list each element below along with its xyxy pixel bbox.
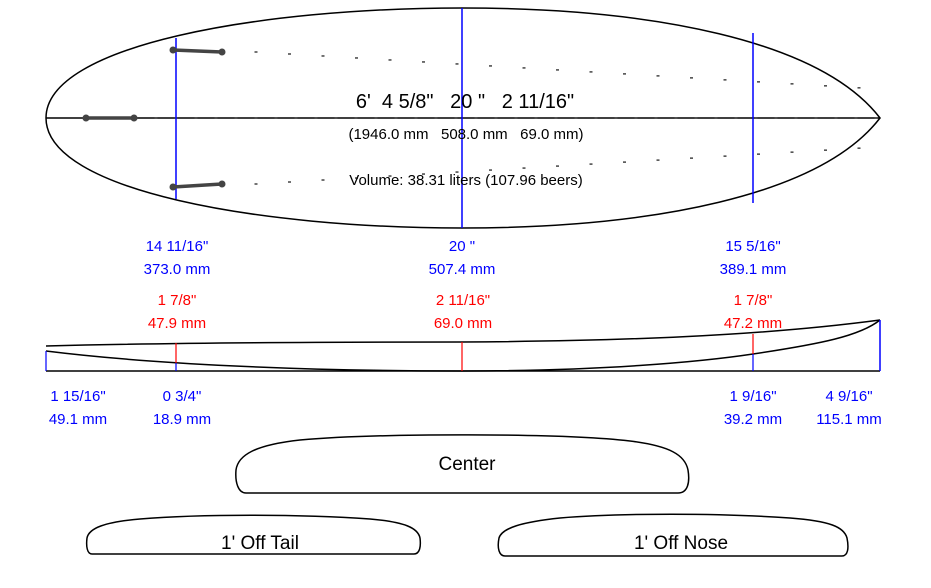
foil-tail: 1' Off Tail (85, 514, 422, 555)
thickness-nose-mm: 47.2 mm (724, 315, 782, 332)
width-tail-mm: 373.0 mm (144, 261, 211, 278)
thickness-labels: 1 7/8" 47.9 mm 2 11/16" 69.0 mm 1 7/8" 4… (148, 292, 782, 332)
thickness-center-in: 2 11/16" (436, 292, 490, 309)
width-tail-in: 14 11/16" (146, 238, 209, 255)
rocker-1ft-tail-mm: 18.9 mm (153, 411, 211, 428)
rail-guide-dots (94, 51, 878, 185)
thickness-nose-in: 1 7/8" (734, 292, 773, 309)
width-center-mm: 507.4 mm (429, 261, 496, 278)
fin-center (82, 114, 138, 122)
foil-nose-label: 1' Off Nose (634, 533, 728, 554)
rocker-1ft-nose-mm: 39.2 mm (724, 411, 782, 428)
width-nose-in: 15 5/16" (725, 238, 780, 255)
foil-center-label: Center (438, 454, 496, 475)
thickness-tail-mm: 47.9 mm (148, 315, 206, 332)
width-nose-mm: 389.1 mm (720, 261, 787, 278)
plan-view: 6' 4 5/8" 20 " 2 11/16" (1946.0 mm 508.0… (45, 7, 881, 229)
thickness-tail-in: 1 7/8" (158, 292, 197, 309)
rocker-nose-in: 4 9/16" (825, 388, 872, 405)
rocker-1ft-tail-in: 0 3/4" (163, 388, 202, 405)
board-dimensions: 6' 4 5/8" 20 " 2 11/16" (356, 91, 574, 113)
board-dimensions-mm: (1946.0 mm 508.0 mm 69.0 mm) (348, 126, 583, 143)
rocker-nose-mm: 115.1 mm (816, 411, 882, 428)
width-center-in: 20 " (449, 238, 475, 255)
thickness-center-mm: 69.0 mm (434, 315, 492, 332)
board-volume: Volume: 38.31 liters (107.96 beers) (349, 172, 582, 189)
foil-center: Center (235, 434, 690, 494)
rocker-tail-in: 1 15/16" (50, 388, 105, 405)
rocker-labels: 1 15/16" 49.1 mm 0 3/4" 18.9 mm 1 9/16" … (49, 388, 882, 428)
rocker-profile (45, 319, 881, 372)
foil-tail-label: 1' Off Tail (221, 533, 299, 554)
bottom-rocker-line (45, 319, 881, 372)
width-labels: 14 11/16" 373.0 mm 20 " 507.4 mm 15 5/16… (144, 238, 787, 278)
rocker-tail-mm: 49.1 mm (49, 411, 107, 428)
rocker-1ft-nose-in: 1 9/16" (729, 388, 776, 405)
foil-nose: 1' Off Nose (497, 513, 849, 557)
fin-bottom (169, 180, 226, 191)
fin-top (169, 46, 226, 56)
